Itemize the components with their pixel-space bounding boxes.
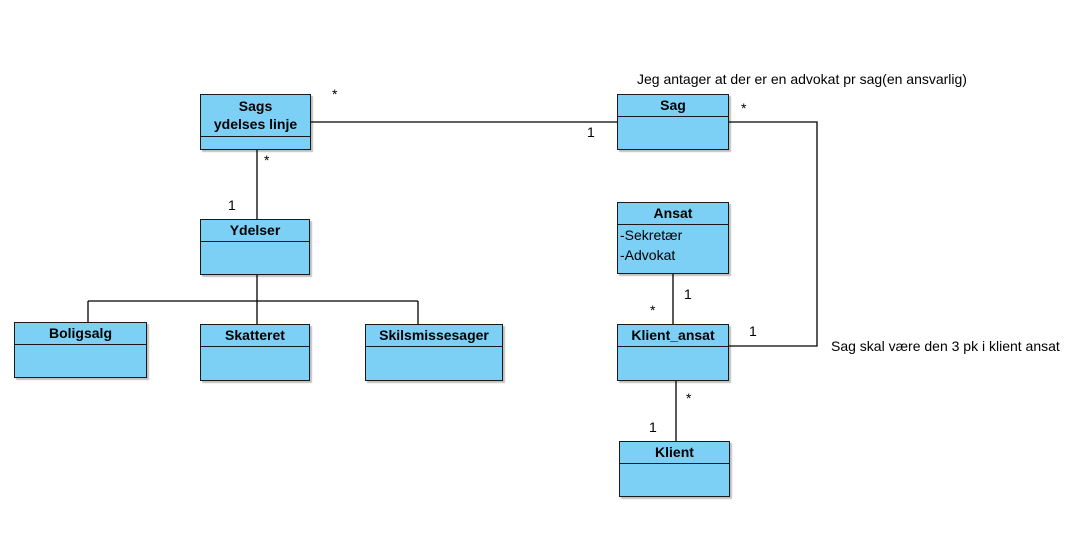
class-name: Boligsalg: [15, 323, 146, 345]
assoc-sag-klient-ansat: [729, 121, 818, 347]
class-skatteret[interactable]: Skatteret: [200, 324, 310, 381]
multiplicity-label: *: [264, 152, 270, 168]
multiplicity-label: 1: [228, 197, 236, 213]
class-name: Sag: [618, 95, 728, 117]
class-sags-ydelses-linje[interactable]: Sags ydelses linje: [200, 94, 311, 150]
class-name: Skatteret: [201, 325, 309, 347]
class-klient-ansat[interactable]: Klient_ansat: [617, 324, 729, 381]
multiplicity-label: *: [650, 302, 656, 318]
class-skilsmissesager[interactable]: Skilsmissesager: [365, 324, 503, 381]
class-name-line2: ydelses linje: [213, 116, 298, 132]
attribute-advokat: -Advokat: [620, 247, 676, 263]
attribute-sekretaer: -Sekretær: [620, 227, 683, 243]
class-name: Klient: [620, 442, 729, 464]
multiplicity-label: 1: [649, 419, 657, 435]
class-name: Ydelser: [201, 220, 309, 242]
class-ansat[interactable]: Ansat -Sekretær -Advokat: [617, 202, 729, 274]
note-advokat: Jeg antager at der er en advokat pr sag(…: [637, 71, 967, 87]
class-boligsalg[interactable]: Boligsalg: [14, 322, 147, 378]
multiplicity-label: *: [332, 86, 338, 102]
class-name: Ansat: [618, 203, 728, 225]
class-name: Skilsmissesager: [366, 325, 502, 347]
class-name: Sags ydelses linje: [201, 95, 310, 137]
class-klient[interactable]: Klient: [619, 441, 730, 497]
class-name: Klient_ansat: [618, 325, 728, 347]
multiplicity-label: 1: [749, 323, 757, 339]
class-name-line1: Sags: [238, 98, 273, 114]
multiplicity-label: *: [741, 100, 747, 116]
class-attributes: -Sekretær -Advokat: [618, 225, 728, 265]
note-klient-ansat: Sag skal være den 3 pk i klient ansat: [831, 338, 1060, 354]
multiplicity-label: 1: [684, 286, 692, 302]
multiplicity-label: 1: [587, 124, 595, 140]
class-ydelser[interactable]: Ydelser: [200, 219, 310, 275]
class-sag[interactable]: Sag: [617, 94, 729, 150]
multiplicity-label: *: [686, 390, 692, 406]
